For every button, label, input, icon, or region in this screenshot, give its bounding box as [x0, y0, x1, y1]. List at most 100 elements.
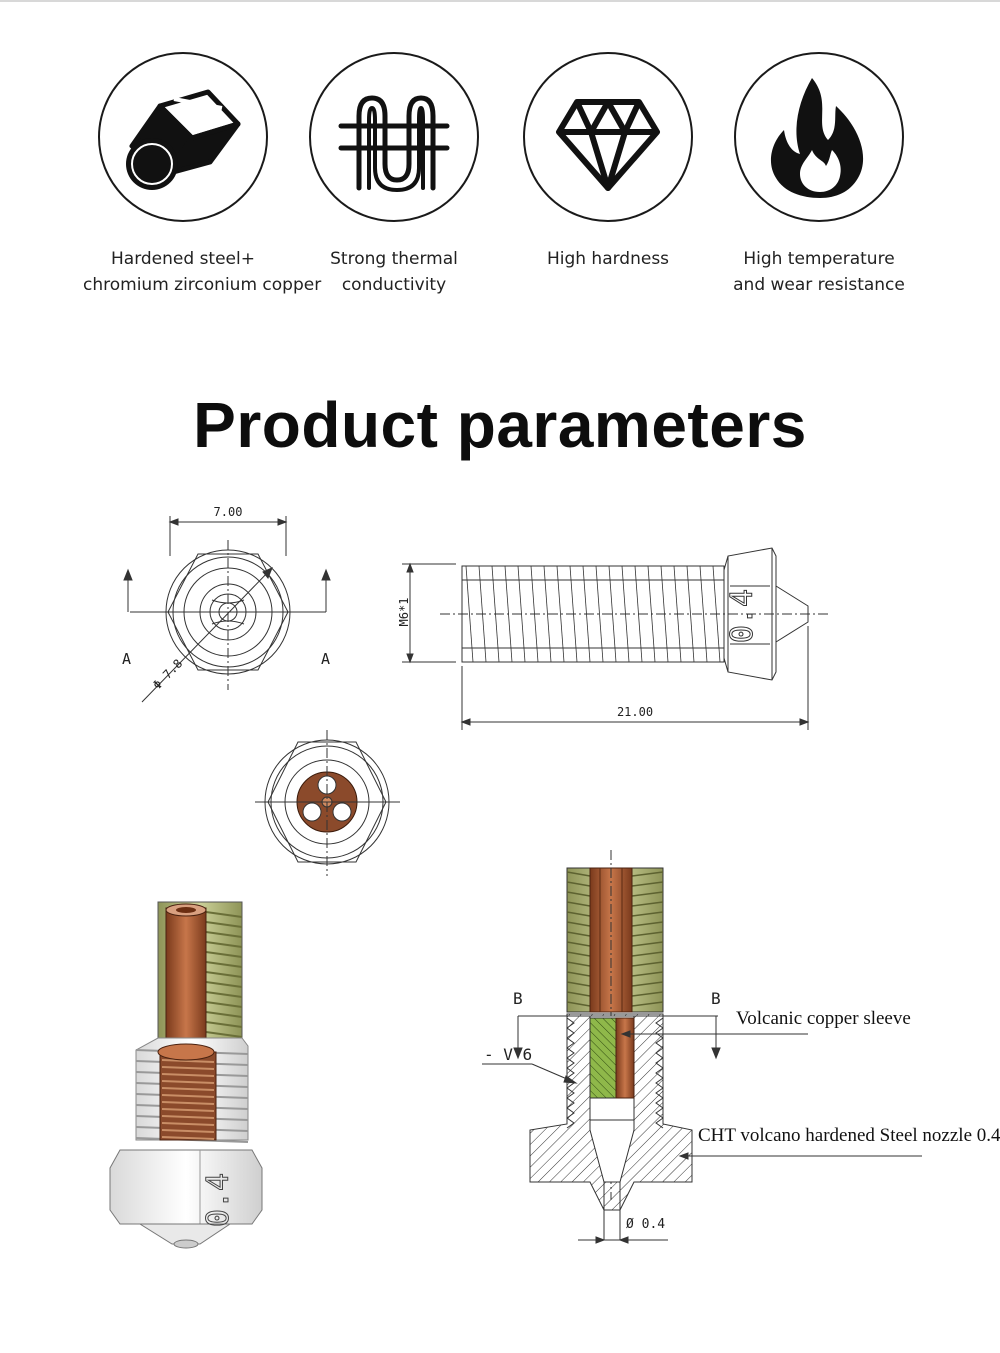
- thread-line: [631, 881, 664, 887]
- thread-line: [566, 951, 591, 957]
- thread-tooth: [566, 1107, 664, 1119]
- feature-label-line2: chromium zirconium copper: [83, 275, 322, 295]
- cutaway-nozzle-mark: 0.4: [201, 1173, 236, 1227]
- side-view-length-dim: 21.00: [617, 705, 653, 719]
- feature-circle: [98, 52, 268, 222]
- section-b-left: B: [513, 989, 523, 1008]
- thread-line: [631, 1001, 664, 1007]
- feature-hardness: High hardness: [508, 52, 708, 272]
- thread-line: [135, 1126, 249, 1132]
- thread-line: [631, 931, 664, 937]
- feature-circle: [734, 52, 904, 222]
- thread-tooth: [566, 1037, 664, 1049]
- thread-line: [205, 951, 243, 958]
- thread-line: [566, 931, 591, 937]
- thread-line: [660, 565, 669, 663]
- thread-line: [161, 1129, 215, 1133]
- thread-tooth: [566, 1067, 664, 1079]
- thread-line: [205, 971, 243, 978]
- thread-line: [631, 921, 664, 927]
- thread-line: [161, 1059, 215, 1063]
- feature-label-line1: High hardness: [546, 249, 670, 269]
- thread-line: [205, 1011, 243, 1018]
- top-divider: [0, 0, 1000, 2]
- thread-line: [647, 565, 656, 663]
- thread-line: [135, 1082, 249, 1088]
- section-title: Product parameters: [193, 389, 807, 461]
- thread-line: [631, 961, 664, 967]
- thread-line: [135, 1093, 249, 1099]
- side-view-drawing: [402, 547, 830, 730]
- thread-line: [582, 565, 591, 663]
- thread-line: [699, 565, 708, 663]
- thread-line: [621, 565, 630, 663]
- thread-line: [631, 971, 664, 977]
- thread-line: [161, 1101, 215, 1105]
- end-view-drawing: [123, 516, 331, 703]
- thread-line: [566, 911, 591, 917]
- end-view-width-dim: 7.00: [214, 505, 243, 519]
- thread-line: [161, 1066, 215, 1070]
- thread-line: [566, 971, 591, 977]
- section-a-right: A: [321, 650, 330, 668]
- thread-line: [634, 565, 643, 663]
- weld-mark: - V 6: [484, 1045, 532, 1064]
- feature-circle: [523, 52, 693, 222]
- callout-copper-sleeve: Volcanic copper sleeve: [736, 1008, 911, 1029]
- thread-line: [566, 1001, 591, 1007]
- feature-steel: Hardened steel+ chromium zirconium coppe…: [83, 52, 322, 298]
- thread-tooth: [566, 1047, 664, 1059]
- thread-line: [543, 565, 552, 663]
- section-b-right: B: [711, 989, 721, 1008]
- thread-line: [205, 1021, 243, 1028]
- thread-line: [205, 981, 243, 988]
- thread-line: [631, 991, 664, 997]
- thread-line: [465, 565, 474, 663]
- thread-line: [161, 1136, 215, 1140]
- thread-line: [205, 931, 243, 938]
- feature-temperature: High temperature and wear resistance: [719, 52, 919, 298]
- feature-label-line1: Hardened steel+: [111, 249, 255, 269]
- thread-line: [631, 901, 664, 907]
- thread-line: [135, 1115, 249, 1121]
- thread-line: [161, 1122, 215, 1126]
- thread-line: [205, 961, 243, 968]
- thread-line: [135, 1049, 249, 1055]
- thread-line: [712, 565, 721, 663]
- thread-line: [631, 941, 664, 947]
- section-view-drawing: [482, 850, 922, 1244]
- end-view-diameter-dim: Φ 7.8: [150, 656, 185, 692]
- thread-line: [608, 565, 617, 663]
- thread-line: [566, 901, 591, 907]
- thread-line: [205, 1031, 243, 1038]
- thread-line: [566, 921, 591, 927]
- thread-line: [631, 871, 664, 877]
- thread-tooth: [566, 1097, 664, 1109]
- feature-label-line2: conductivity: [341, 275, 447, 295]
- orifice-dim: Ø 0.4: [626, 1217, 665, 1232]
- thread-line: [673, 565, 682, 663]
- side-view-nozzle-mark: 0.4: [725, 589, 760, 643]
- feature-thermal: Strong thermal conductivity: [294, 52, 494, 298]
- side-view-thread-dim: M6*1: [397, 598, 411, 627]
- thread-line: [566, 871, 591, 877]
- thread-line: [161, 1073, 215, 1077]
- thread-line: [566, 991, 591, 997]
- steel-rod-icon: [126, 89, 241, 190]
- thread-line: [161, 1080, 215, 1084]
- thread-line: [686, 565, 695, 663]
- thread-line: [556, 565, 565, 663]
- thread-tooth: [566, 1087, 664, 1099]
- thread-line: [566, 981, 591, 987]
- thread-line: [631, 951, 664, 957]
- thread-line: [491, 565, 500, 663]
- thread-line: [205, 911, 243, 918]
- thread-line: [631, 891, 664, 897]
- thread-line: [161, 1115, 215, 1119]
- thread-line: [161, 1108, 215, 1112]
- thread-line: [631, 911, 664, 917]
- thread-line: [569, 565, 578, 663]
- feature-label-line1: Strong thermal: [330, 249, 458, 269]
- thread-line: [631, 981, 664, 987]
- thread-line: [566, 941, 591, 947]
